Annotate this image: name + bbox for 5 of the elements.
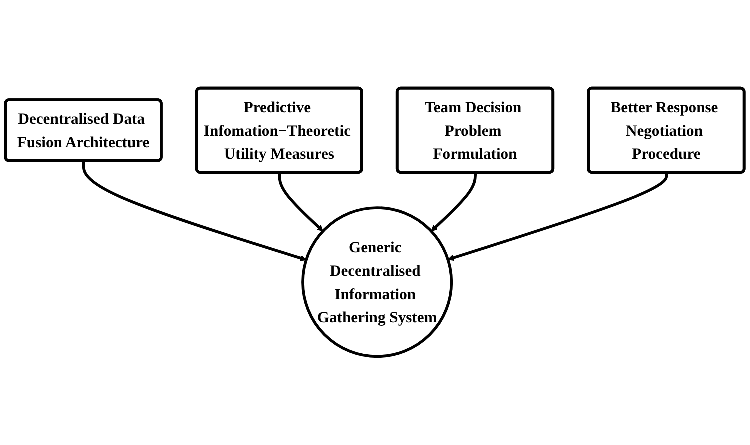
arrow <box>431 172 478 232</box>
arrow <box>278 172 324 232</box>
arrow <box>82 161 307 262</box>
node-circle: Generic Decentralised Information Gathering System <box>302 206 454 358</box>
arrow <box>448 172 668 262</box>
